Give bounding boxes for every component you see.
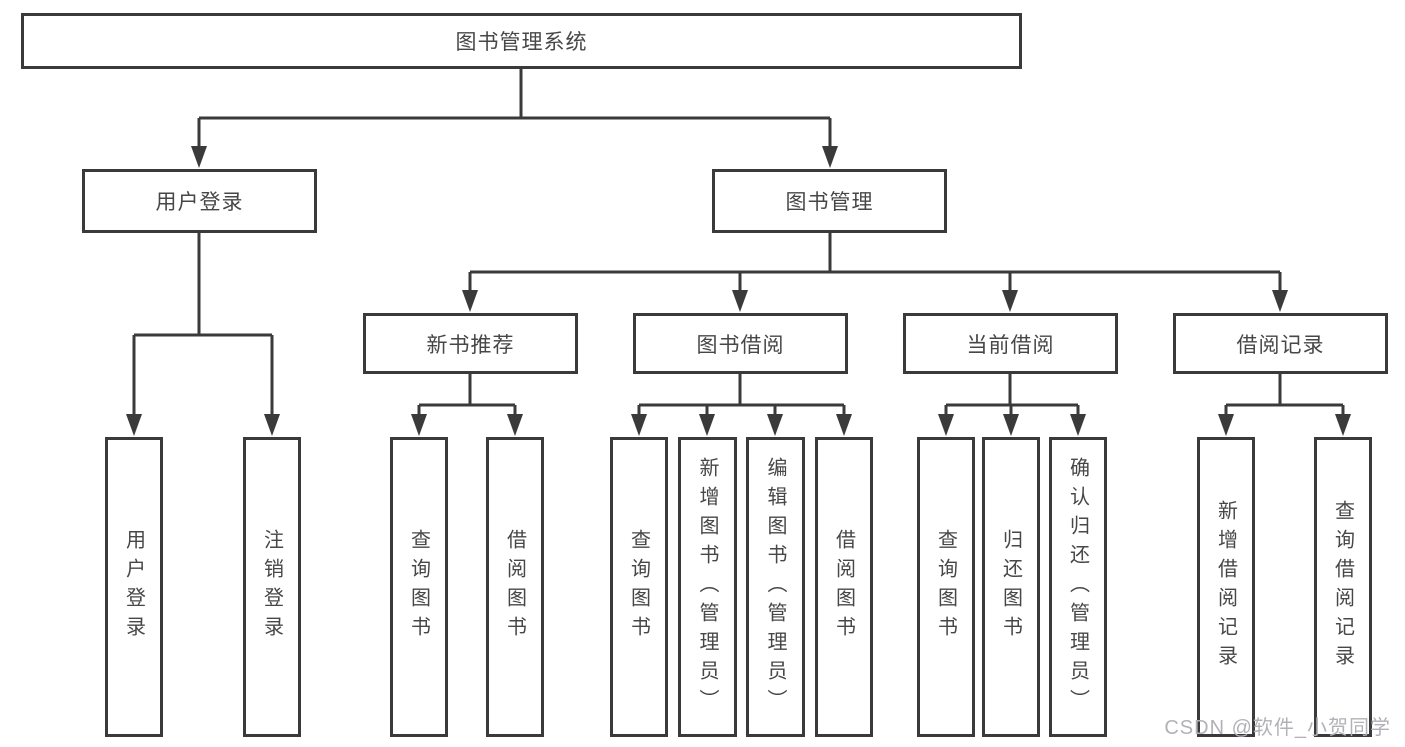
leaf-borrow-books: 借阅图书 — [815, 437, 873, 737]
leaf-add-book-admin: 新增图书（管理员） — [678, 437, 737, 737]
leaf-return-books: 归还图书 — [982, 437, 1040, 737]
node-book-borrowing: 图书借阅 — [633, 313, 848, 374]
leaf-logout: 注销登录 — [243, 437, 301, 737]
leaf-query-books-current: 查询图书 — [917, 437, 975, 737]
node-library-system: 图书管理系统 — [21, 13, 1022, 69]
leaf-query-books-recommend: 查询图书 — [390, 437, 448, 737]
leaf-add-borrow-record: 新增借阅记录 — [1197, 437, 1255, 737]
node-current-borrowing: 当前借阅 — [903, 313, 1118, 374]
leaf-borrow-books-recommend: 借阅图书 — [486, 437, 544, 737]
watermark-csdn: CSDN @软件_小贺同学 — [1164, 717, 1391, 739]
arrowheads — [126, 146, 1351, 436]
node-new-book-recommend: 新书推荐 — [363, 313, 578, 374]
leaf-confirm-return-admin: 确认归还（管理员） — [1049, 437, 1107, 737]
leaf-edit-book-admin: 编辑图书（管理员） — [746, 437, 805, 737]
node-book-management: 图书管理 — [712, 169, 947, 233]
node-borrowing-records: 借阅记录 — [1173, 313, 1388, 374]
node-user-login: 用户登录 — [82, 169, 317, 233]
leaf-query-borrow-record: 查询借阅记录 — [1314, 437, 1372, 737]
leaf-query-books-borrow: 查询图书 — [610, 437, 668, 737]
leaf-user-login: 用户登录 — [105, 437, 163, 737]
